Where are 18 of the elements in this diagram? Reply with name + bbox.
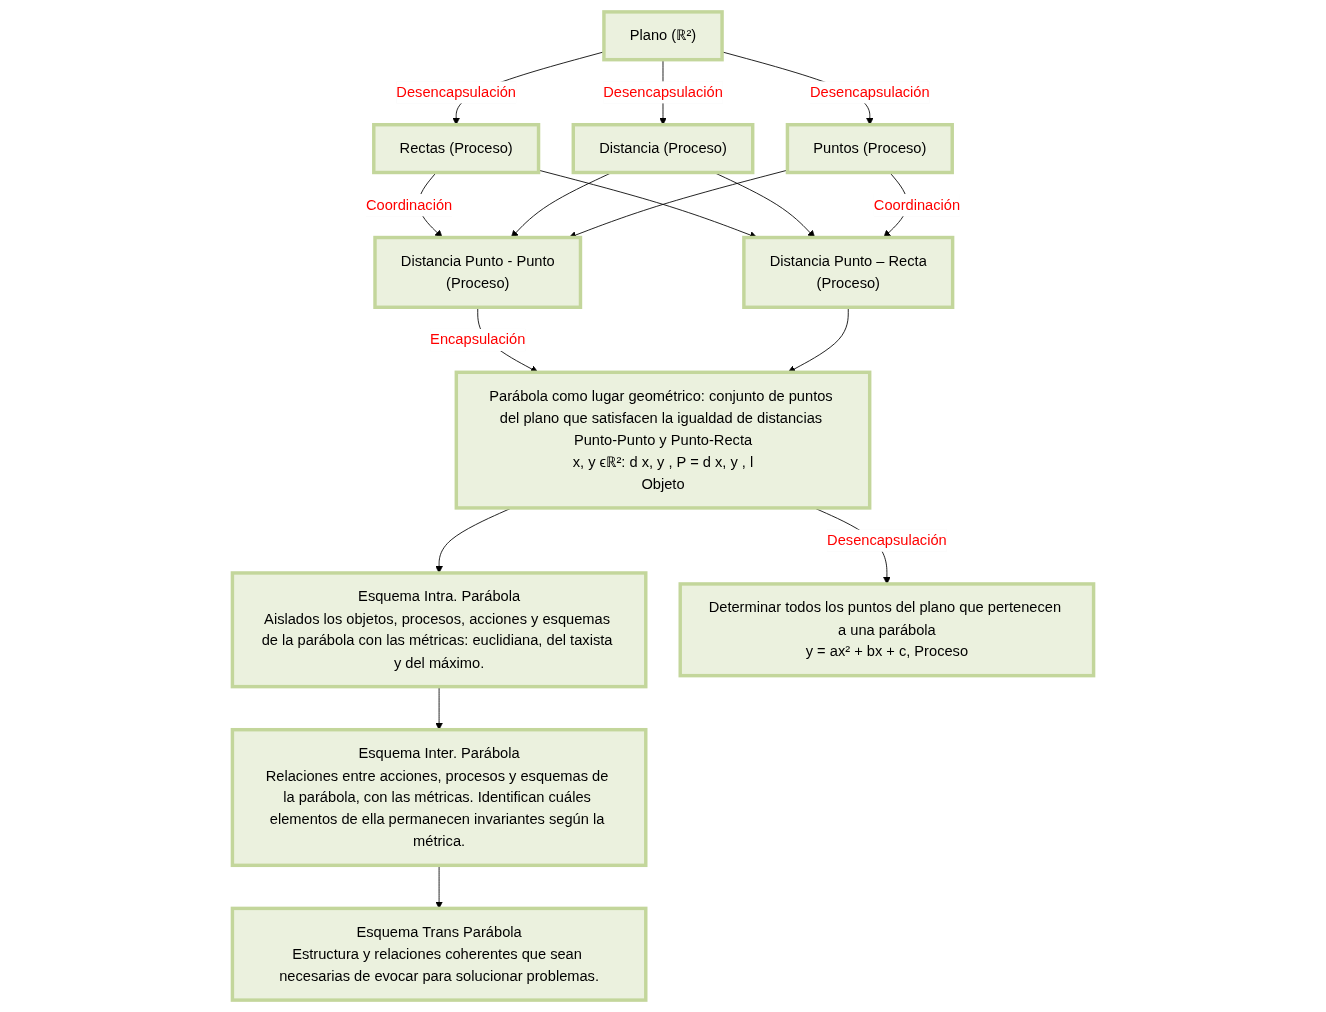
node-box: Esquema Intra. Parábola Aislados los objetos, procesos, acciones y esquemas de la parábola con las métricas: euclidiana, del taxista y del máximo. [230,571,648,689]
node-box: Plano (ℝ²) [602,10,724,62]
edge-label: Desencapsulación [396,83,516,101]
edge-label: Desencapsulación [603,83,723,101]
node-box: Esquema Inter. Parábola Relaciones entre acciones, procesos y esquemas de la parábola, con las métricas. Identifican cuáles elementos de ella permanecen invariantes según la métrica. [230,728,648,868]
edge-label: Desencapsulación [827,532,947,549]
node-box: Parábola como lugar geométrico: conjunto de puntos del plano que satisfacen la igualdad de distancias Punto-Punto y Punto-Recta x, y ϵℝ²: d x, y , P = d x, y , l Objeto [454,370,872,510]
node-box: Distancia Punto – Recta (Proceso) [742,235,955,309]
node-box: Puntos (Proceso) [785,123,954,175]
edge-label: Coordinación [365,196,453,213]
node-box: Esquema Trans Parábola Estructura y relaciones coherentes que sean necesarias de evocar para solucionar problemas. [230,906,648,1002]
node-box: Determinar todos los puntos del plano que pertenecen a una parábola y = ax² + bx + c, Proceso [678,582,1096,678]
node-box: Distancia (Proceso) [571,123,755,175]
edge-label: Encapsulación [430,331,526,348]
edge-label: Coordinación [873,196,961,213]
node-box: Distancia Punto - Punto (Proceso) [373,235,583,309]
node-box: Rectas (Proceso) [372,123,541,175]
edge-label: Desencapsulación [810,83,930,101]
